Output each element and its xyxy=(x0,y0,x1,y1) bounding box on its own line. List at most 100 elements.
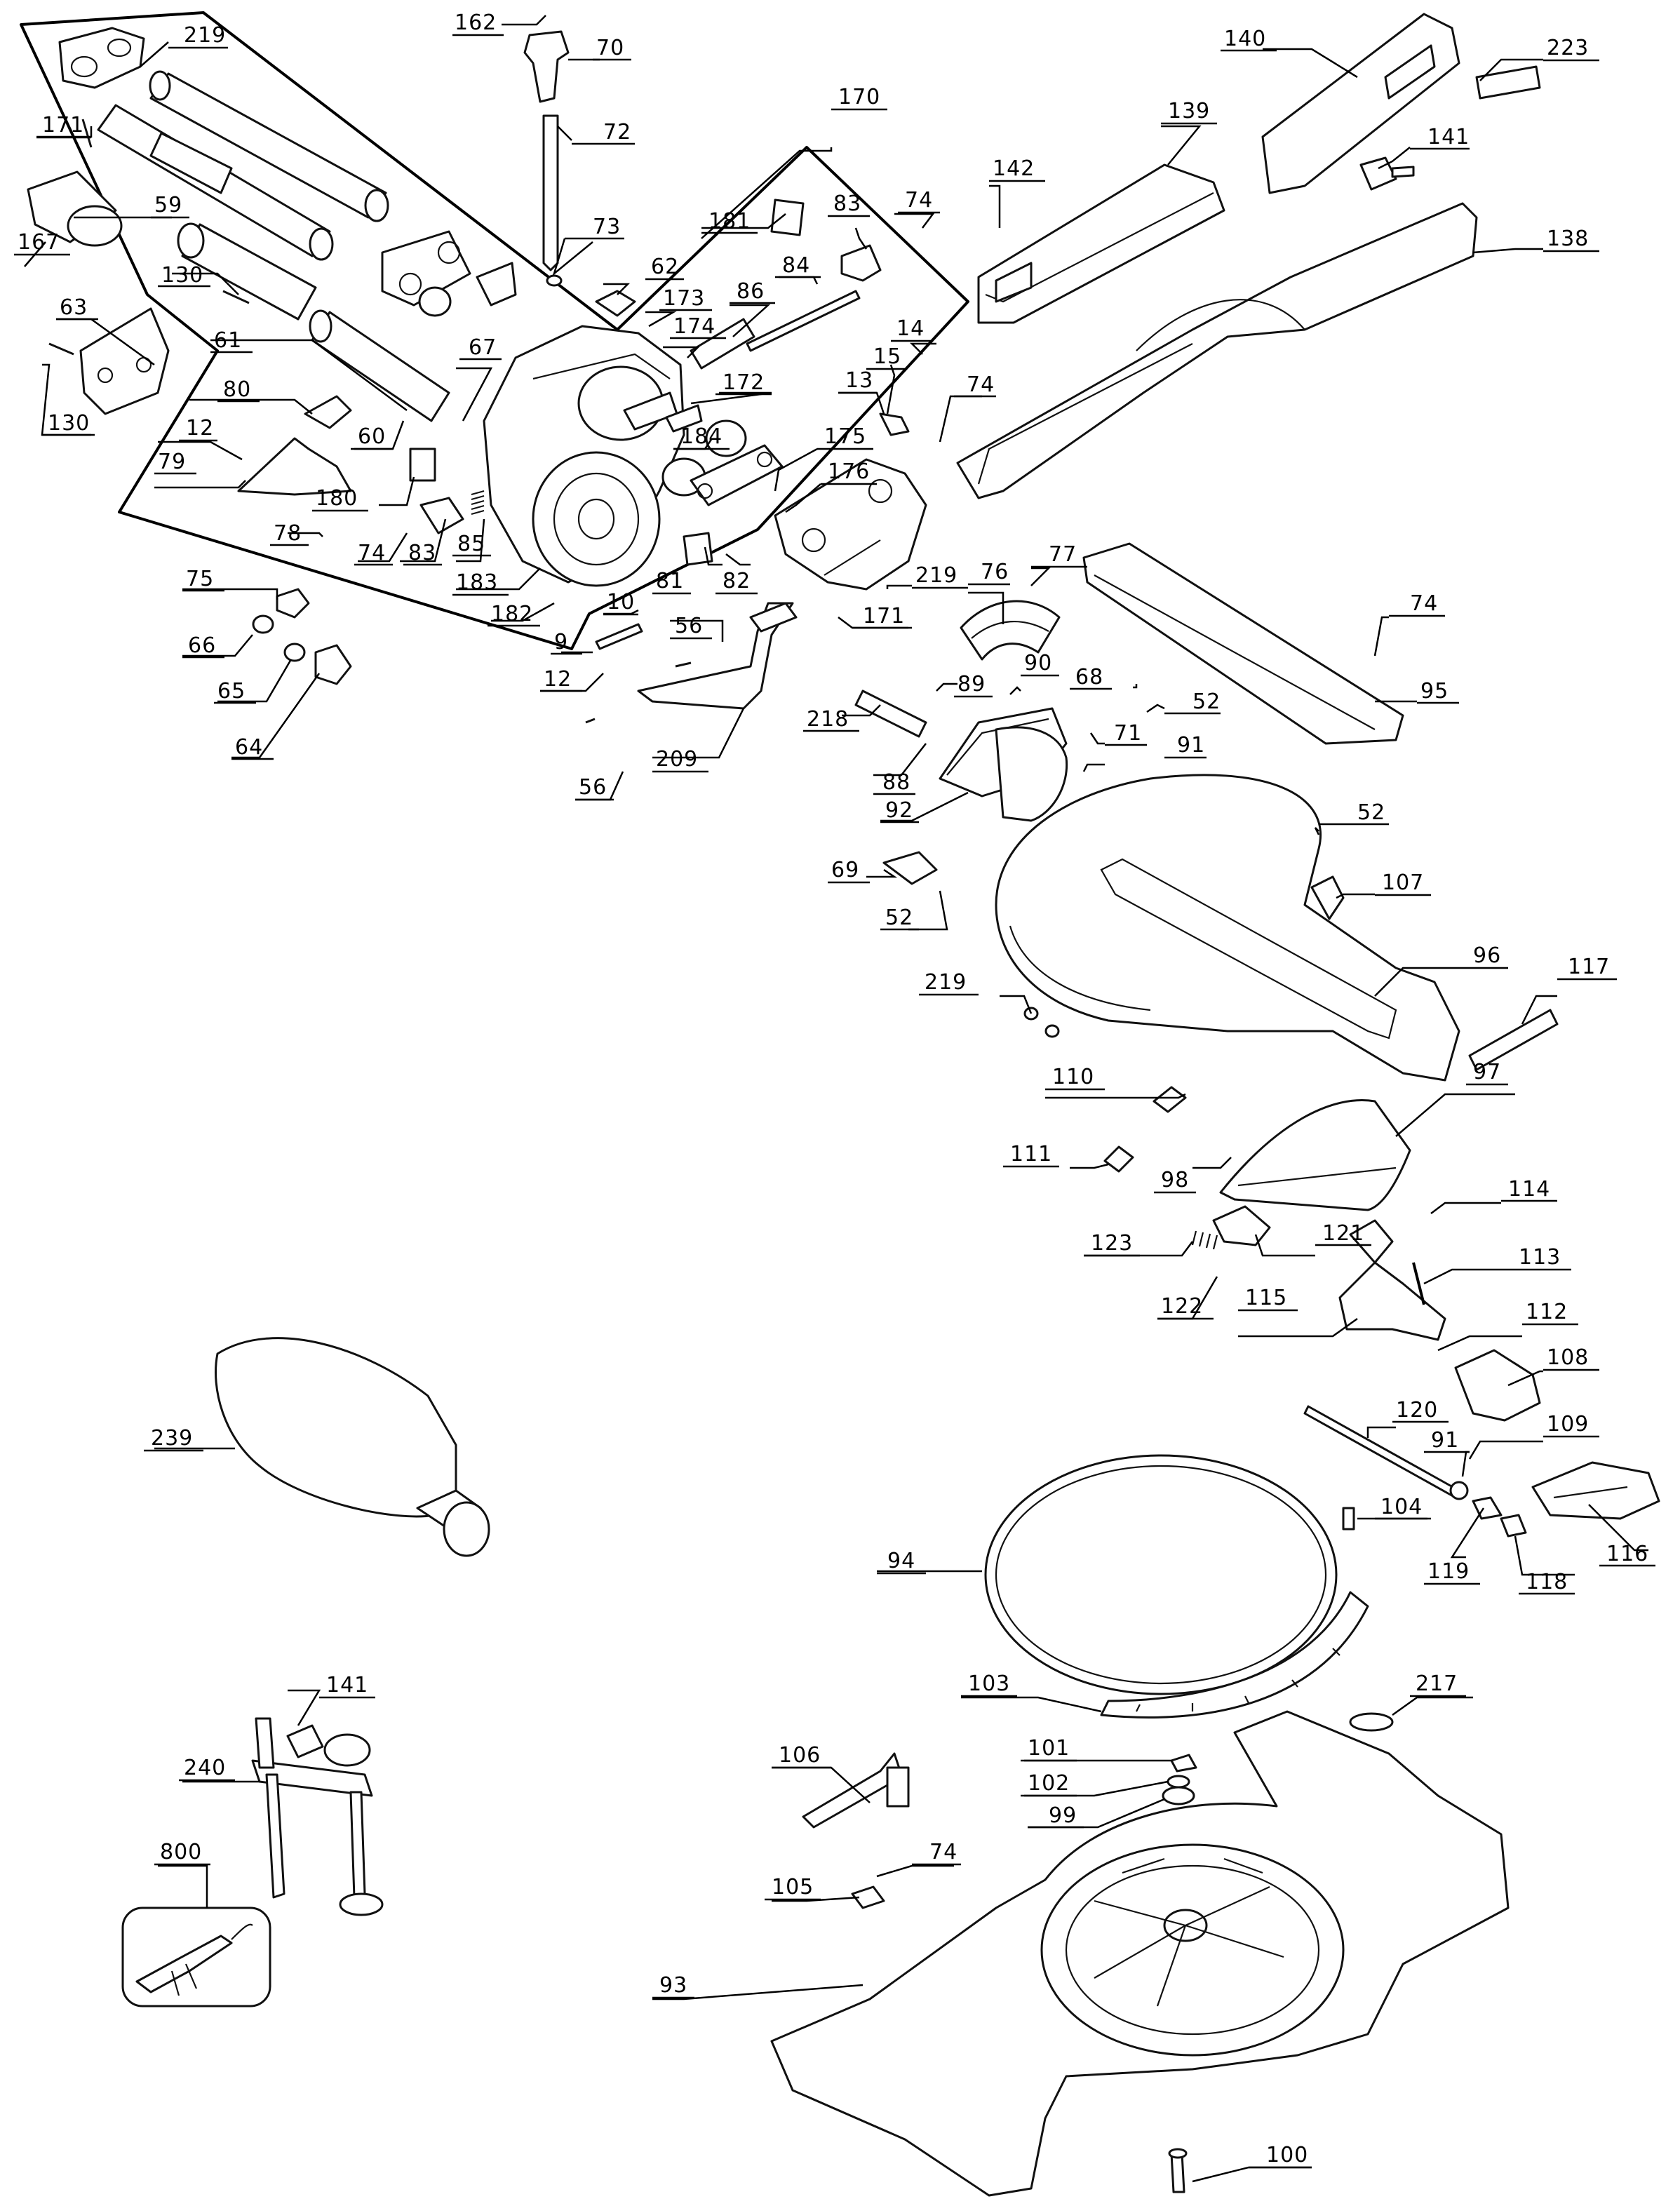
callout-83b: 83 xyxy=(833,191,861,216)
callout-9: 9 xyxy=(554,630,568,654)
callout-91b: 91 xyxy=(1431,1428,1459,1453)
callout-64: 64 xyxy=(235,735,263,760)
callout-77: 77 xyxy=(1049,542,1077,567)
bracket-121 xyxy=(1212,1205,1271,1246)
callout-74c: 74 xyxy=(967,372,995,397)
callout-91a: 91 xyxy=(1177,733,1205,758)
callout-181: 181 xyxy=(708,209,751,234)
callout-138: 138 xyxy=(1547,227,1589,251)
spring-85 xyxy=(471,490,485,516)
callout-114: 114 xyxy=(1508,1177,1550,1202)
callout-labels: 162 70 219 171 72 73 170 167 59 130 63 1… xyxy=(14,11,1655,2169)
callout-184: 184 xyxy=(680,424,723,449)
callout-85: 85 xyxy=(457,532,485,556)
fence-140 xyxy=(1261,13,1460,194)
support-bracket-175 xyxy=(774,458,927,591)
callout-56a: 56 xyxy=(675,614,703,638)
callout-107: 107 xyxy=(1382,870,1424,895)
callout-79: 79 xyxy=(158,450,186,474)
callout-182: 182 xyxy=(491,602,533,626)
bushings-91-119-118 xyxy=(1449,1481,1527,1538)
small-screw-12b xyxy=(585,661,692,724)
screws-small-upper-left xyxy=(48,119,250,356)
bracket-112-115 xyxy=(1338,1219,1446,1341)
label-223 xyxy=(1475,65,1541,100)
knob-64 xyxy=(314,644,352,685)
callout-59: 59 xyxy=(154,193,182,217)
bolt-100 xyxy=(1168,2148,1188,2193)
callout-119: 119 xyxy=(1427,1559,1470,1584)
callout-217: 217 xyxy=(1416,1672,1458,1696)
callout-108: 108 xyxy=(1547,1345,1589,1370)
rod-84 xyxy=(746,290,861,352)
callout-120: 120 xyxy=(1396,1398,1438,1423)
callout-78: 78 xyxy=(274,521,302,546)
callout-83a: 83 xyxy=(408,541,436,565)
callout-219b: 219 xyxy=(915,563,957,588)
motor-housing xyxy=(483,325,685,587)
callout-239: 239 xyxy=(151,1426,193,1451)
release-lever-108 xyxy=(1454,1349,1541,1422)
callout-116: 116 xyxy=(1606,1542,1648,1566)
callout-56b: 56 xyxy=(579,775,607,800)
callout-162: 162 xyxy=(455,11,497,35)
rail-tube-lower-61 xyxy=(309,309,450,422)
callout-121: 121 xyxy=(1322,1221,1364,1246)
rail-plate-63 xyxy=(79,307,170,415)
callout-105: 105 xyxy=(772,1875,814,1899)
rail-sleeve xyxy=(177,222,317,321)
callout-110: 110 xyxy=(1052,1065,1094,1089)
callout-84: 84 xyxy=(782,253,810,278)
callout-173: 173 xyxy=(663,286,705,311)
knob-141-top xyxy=(1359,156,1415,191)
callout-130a: 130 xyxy=(161,263,203,288)
callout-15: 15 xyxy=(873,344,901,369)
callout-70: 70 xyxy=(596,36,624,60)
clip-105 xyxy=(851,1885,885,1909)
callout-209: 209 xyxy=(656,747,698,772)
callout-111: 111 xyxy=(1010,1142,1052,1166)
callout-61: 61 xyxy=(214,328,242,353)
callout-68: 68 xyxy=(1075,665,1103,690)
spring-113 xyxy=(1412,1262,1425,1305)
label-181 xyxy=(770,199,805,236)
clip-107 xyxy=(1310,875,1345,920)
callout-172: 172 xyxy=(723,370,765,395)
tool-800-box xyxy=(121,1906,271,2007)
rail-end-bracket xyxy=(58,27,145,89)
scale-103 xyxy=(1100,1591,1369,1719)
callout-82: 82 xyxy=(723,569,751,593)
guard-76 xyxy=(960,600,1061,661)
callout-69: 69 xyxy=(831,858,859,882)
bracket-69 xyxy=(882,851,938,885)
lower-rail-tube xyxy=(97,104,334,261)
callout-101: 101 xyxy=(1028,1736,1070,1761)
callout-74e: 74 xyxy=(929,1840,957,1864)
callout-76: 76 xyxy=(981,560,1009,584)
small-knob-62 xyxy=(595,290,636,317)
upper-rail-tube xyxy=(149,70,389,222)
callout-74d: 74 xyxy=(1410,591,1438,616)
base-93 xyxy=(770,1710,1510,2197)
rod-117 xyxy=(1468,1009,1559,1071)
handle-116 xyxy=(1531,1461,1660,1520)
callout-141b: 141 xyxy=(326,1673,368,1697)
callout-95: 95 xyxy=(1420,679,1449,704)
table-96 xyxy=(995,774,1460,1082)
callout-97: 97 xyxy=(1473,1060,1501,1084)
callout-73: 73 xyxy=(593,215,621,239)
fence-139 xyxy=(977,163,1225,324)
callout-62: 62 xyxy=(651,255,679,279)
callout-98: 98 xyxy=(1161,1168,1189,1192)
lock-lever-83 xyxy=(840,244,882,282)
callout-96: 96 xyxy=(1473,943,1501,968)
callout-12a: 12 xyxy=(186,416,214,440)
callout-139: 139 xyxy=(1168,99,1210,123)
callout-183: 183 xyxy=(456,570,498,595)
callout-800: 800 xyxy=(160,1840,202,1864)
callout-75: 75 xyxy=(186,567,214,591)
callout-180: 180 xyxy=(316,486,358,511)
callout-89: 89 xyxy=(957,672,986,697)
callout-52a: 52 xyxy=(1192,690,1221,714)
callout-14: 14 xyxy=(896,316,925,341)
